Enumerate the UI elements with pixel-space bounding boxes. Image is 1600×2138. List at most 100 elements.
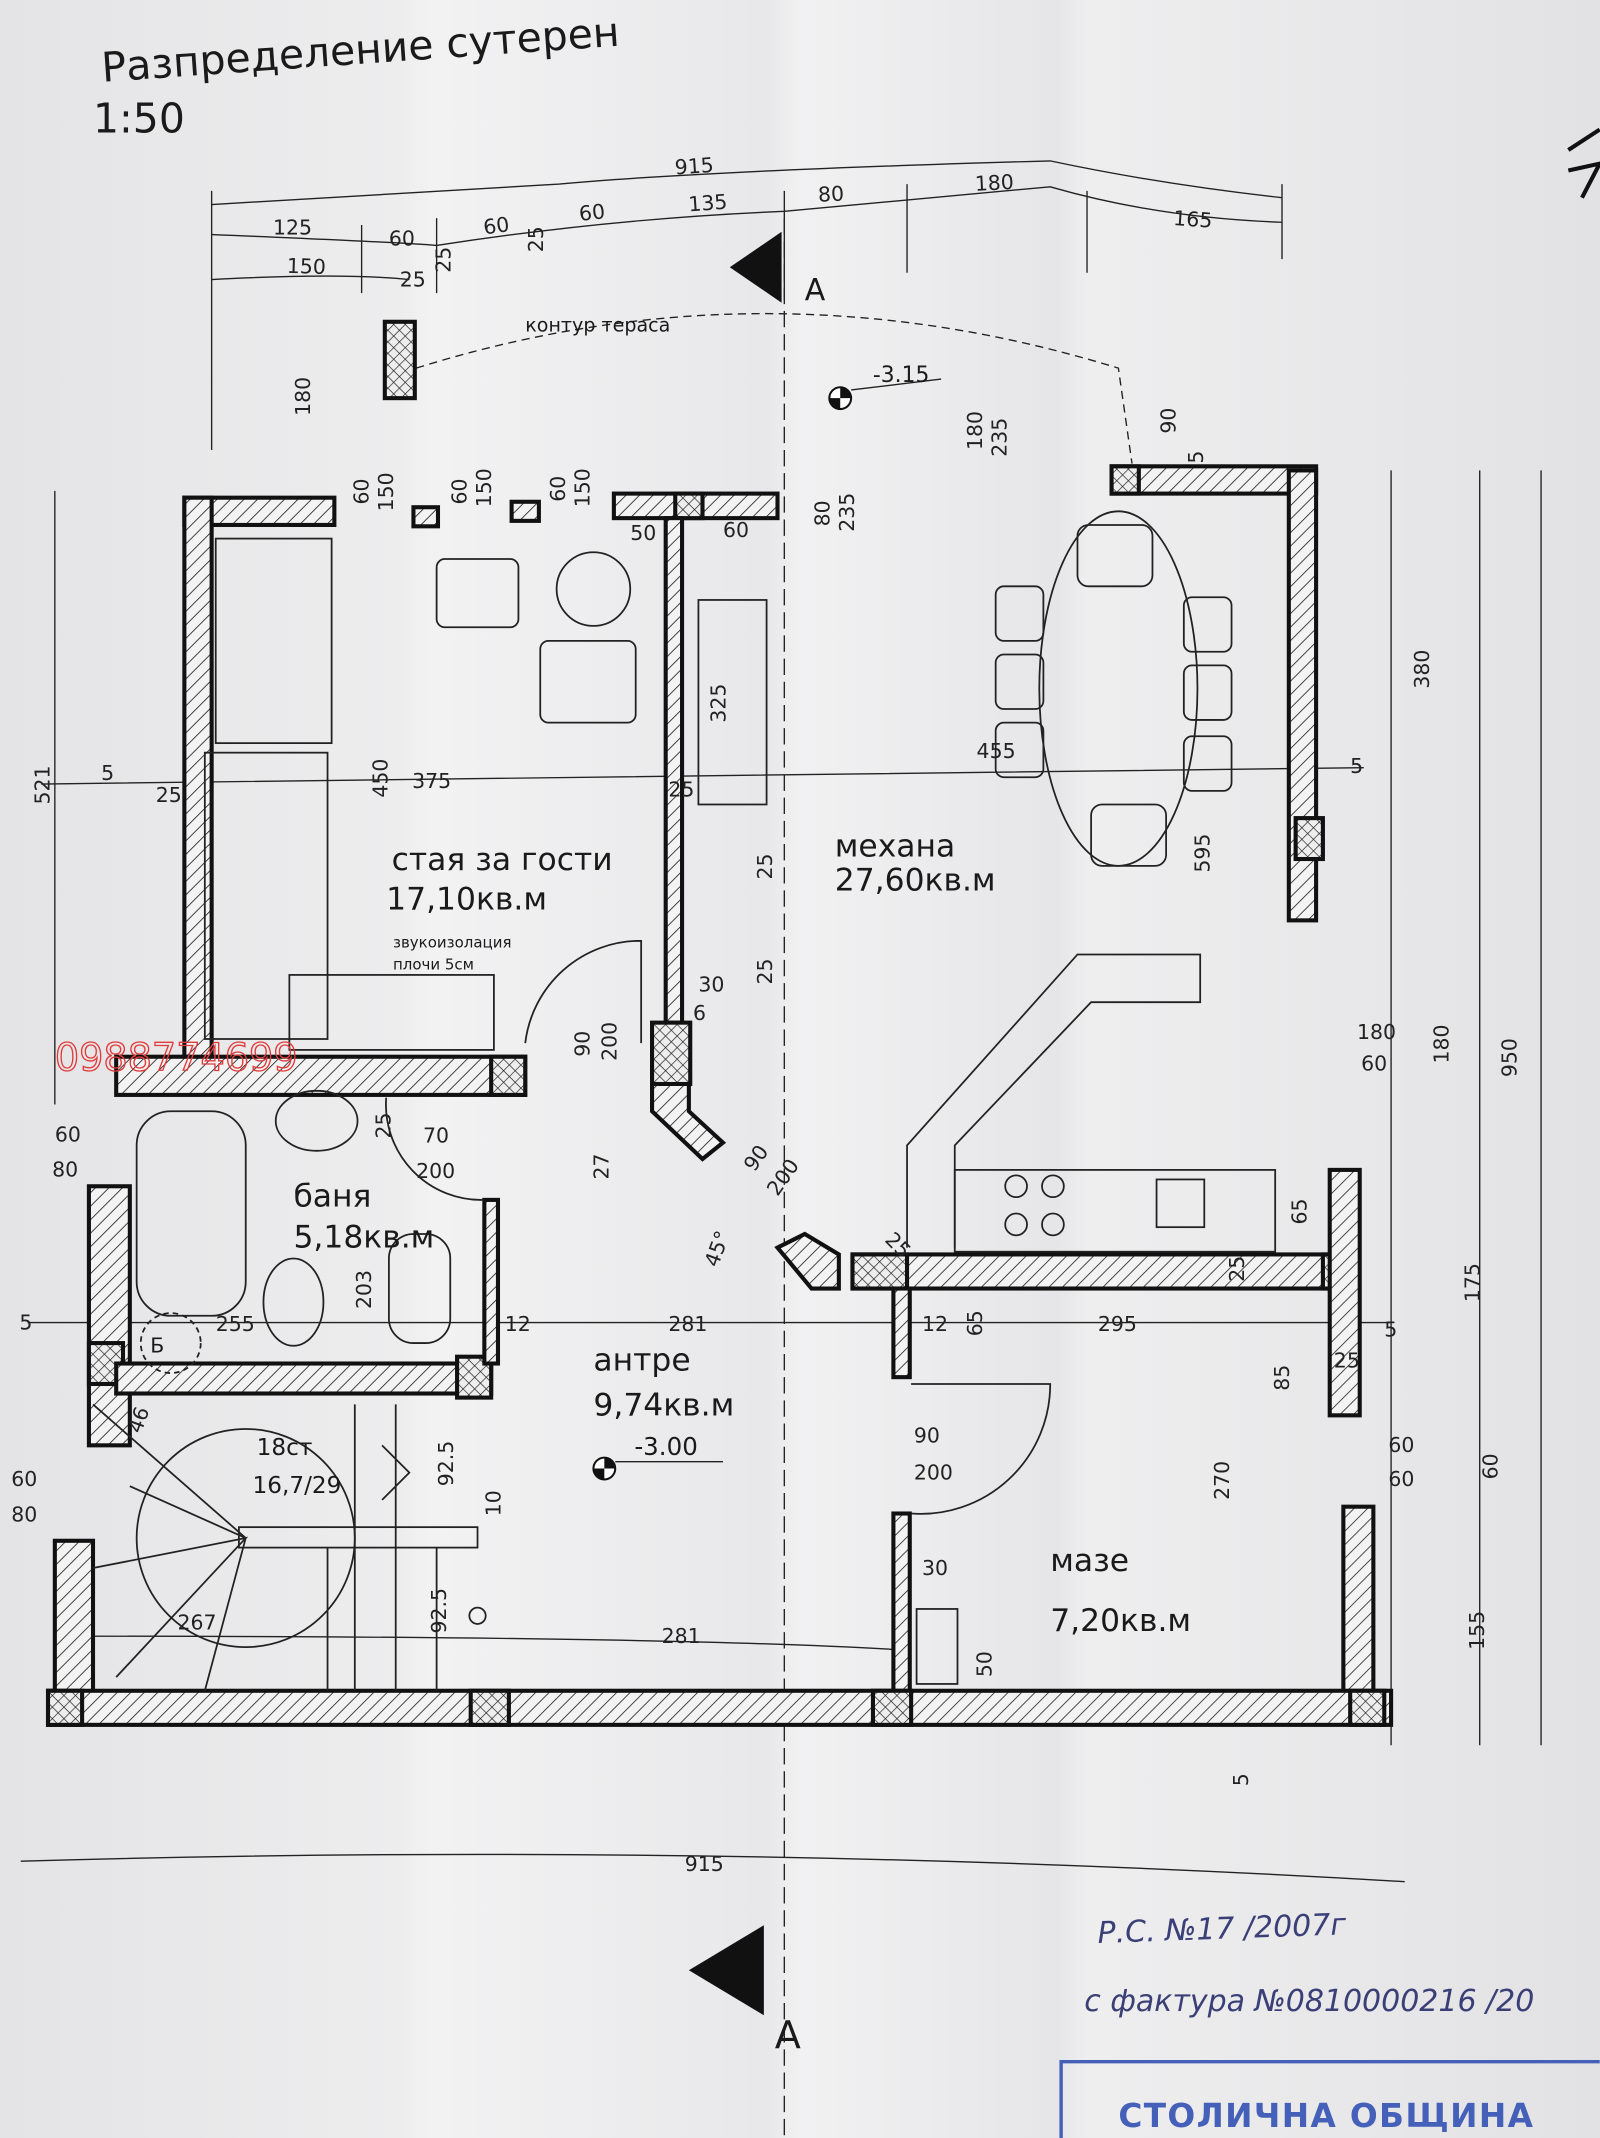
room-name: механа — [835, 828, 955, 864]
room-area: 9,74кв.м — [593, 1387, 734, 1423]
dimension-label: 25 — [1225, 1256, 1249, 1282]
dimension-label: 180 — [291, 377, 315, 416]
dimension-label: 5 — [1184, 451, 1208, 464]
dimension-label: 203 — [352, 1270, 376, 1309]
dimension-label: 200 — [598, 1022, 622, 1061]
dimension-label: 25 — [524, 226, 548, 252]
drawing-scale: 1:50 — [93, 94, 185, 142]
room-name: стая за гости — [392, 842, 613, 878]
dimension-label: 25 — [400, 267, 426, 291]
dimension-label: 380 — [1410, 650, 1434, 689]
dimension-label: 325 — [707, 684, 731, 723]
dimension-label: 12 — [922, 1312, 948, 1336]
dimension-label: 150 — [570, 468, 594, 507]
terrace-outline-label: контур тераса — [525, 314, 670, 336]
section-arrow-icon-top — [729, 231, 782, 303]
level-marker-icon-terrace — [828, 378, 942, 411]
dimension-label: 45° — [700, 1228, 735, 1270]
dimension-label: 5 — [1384, 1317, 1397, 1341]
dimension-label: 25 — [668, 777, 694, 801]
room-area: 17,10кв.м — [386, 881, 547, 917]
dimension-label: 50 — [630, 521, 656, 545]
dimension-label: 60 — [723, 518, 749, 542]
dimension-label: 85 — [1270, 1365, 1294, 1391]
dimension-label: 295 — [1098, 1312, 1137, 1336]
soundproofing-label-2: плочи 5см — [393, 955, 474, 973]
dimension-label: 150 — [286, 254, 326, 279]
room-name: баня — [293, 1179, 371, 1215]
dimension-label: 375 — [412, 769, 451, 793]
dimension-label: 180 — [1357, 1020, 1396, 1044]
dimension-label: 281 — [668, 1312, 707, 1336]
dimension-label: 30 — [698, 972, 724, 996]
dimension-label: 60 — [578, 199, 606, 226]
room-cellar: мазе 7,20кв.м — [1050, 1543, 1191, 1639]
hall-level: -3.00 — [634, 1432, 697, 1461]
room-hall: антре 9,74кв.м -3.00 — [592, 1342, 734, 1481]
dimension-label: 50 — [973, 1651, 997, 1677]
room-area: 27,60кв.м — [835, 862, 996, 898]
municipality-stamp: СТОЛИЧНА ОБЩИНА — [1118, 2097, 1534, 2135]
dimension-label: 80 — [11, 1503, 37, 1527]
dimension-label: 65 — [1288, 1198, 1312, 1224]
dimension-label: 60 — [11, 1467, 37, 1491]
dimension-label: 267 — [178, 1610, 217, 1634]
dimension-label: 200 — [914, 1460, 953, 1484]
dimension-label: 25 — [156, 783, 182, 807]
dimension-label: 92.5 — [427, 1588, 451, 1634]
dimension-lines — [20, 160, 1542, 2138]
dimension-label: 80 — [810, 500, 834, 526]
dimension-label: 235 — [988, 418, 1012, 457]
dimension-label: 180 — [974, 170, 1014, 196]
dimension-label: 70 — [423, 1124, 449, 1148]
walls — [45, 319, 1394, 1727]
north-arrow-icon — [1567, 127, 1600, 199]
dimension-label: 595 — [1191, 834, 1215, 873]
dimension-label: 90 — [570, 1031, 594, 1057]
dimension-label: 60 — [448, 478, 472, 504]
dimension-label: 25 — [371, 1113, 395, 1139]
dimension-label: 80 — [817, 181, 844, 206]
dimension-label: 5 — [101, 761, 114, 785]
dimension-label: 281 — [662, 1624, 701, 1648]
dimension-label: 180 — [1429, 1025, 1453, 1064]
dimension-label: 60 — [1388, 1467, 1414, 1491]
dimension-label: 950 — [1498, 1038, 1522, 1077]
dimension-label: 27 — [589, 1153, 613, 1179]
stair-steps: 18ст — [257, 1434, 313, 1461]
section-arrow-icon-bottom — [688, 1925, 764, 2016]
dimension-label: 90 — [1157, 408, 1181, 434]
dimension-label: 25 — [431, 247, 455, 273]
dimension-label: 455 — [977, 739, 1016, 763]
dimension-label: 92.5 — [434, 1441, 458, 1487]
dimension-label: 165 — [1173, 206, 1214, 233]
dimension-label: 155 — [1465, 1611, 1489, 1650]
dimension-label: 521 — [30, 765, 54, 804]
section-label-bottom: A — [775, 2014, 801, 2058]
dimension-label: 60 — [55, 1122, 81, 1146]
dimension-label: 60 — [389, 226, 415, 250]
dimension-label: 25 — [753, 958, 777, 984]
dimension-label: 80 — [52, 1158, 78, 1182]
stamp-border — [1059, 2059, 1600, 2138]
dimension-label: 60 — [482, 212, 511, 239]
handwritten-invoice-number: с фактура №0810000216 /20 — [1084, 1984, 1534, 2019]
dimension-label: 90 — [739, 1140, 774, 1175]
dimension-label: 915 — [685, 1852, 724, 1876]
dimension-label: 60 — [1388, 1433, 1414, 1457]
dimension-label: 255 — [216, 1312, 255, 1336]
dimension-label: 450 — [369, 759, 393, 798]
dimension-label: 5 — [1229, 1773, 1253, 1786]
room-bathroom: баня 5,18кв.м — [293, 1179, 434, 1256]
bath-marker: Б — [150, 1334, 164, 1358]
dimension-label: 915 — [674, 153, 715, 180]
handwritten-permit-number: Р.С. №17 /2007г — [1097, 1907, 1347, 1951]
dimension-label: 60 — [546, 476, 570, 502]
room-name: антре — [593, 1342, 690, 1378]
room-area: 7,20кв.м — [1050, 1603, 1191, 1639]
dimension-label: 5 — [19, 1310, 32, 1334]
dimension-label: 25 — [753, 853, 777, 879]
soundproofing-label: звукоизолация — [393, 934, 511, 952]
dimension-label: 60 — [1361, 1051, 1387, 1075]
